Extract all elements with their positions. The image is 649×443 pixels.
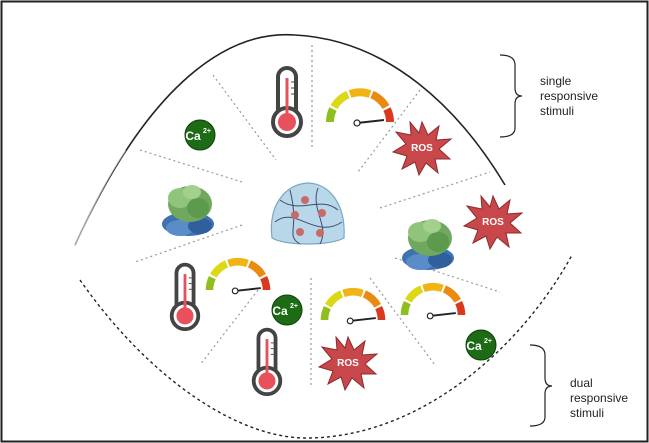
protein-icon	[162, 185, 214, 236]
svg-text:2+: 2+	[203, 128, 211, 135]
svg-text:Ca: Ca	[466, 339, 482, 353]
svg-text:Ca: Ca	[272, 304, 288, 318]
ca-icon: Ca 2+	[271, 294, 303, 326]
dual-stimuli-curve	[79, 254, 573, 439]
single-responsive-stimuli-label: single responsive stimuli	[540, 74, 598, 119]
svg-text:ROS: ROS	[337, 358, 359, 369]
label-line: responsive	[570, 391, 629, 405]
gauge-icon	[210, 262, 267, 294]
label-line: dual	[570, 376, 593, 390]
label-line: responsive	[540, 89, 599, 103]
ros-icon: ROS	[318, 336, 378, 391]
svg-text:2+: 2+	[290, 303, 298, 310]
label-line: single	[540, 74, 572, 88]
ca-icon: Ca 2+	[465, 329, 497, 361]
gauge-icon	[330, 92, 390, 126]
dual-bracket	[529, 344, 553, 427]
label-line: stimuli	[570, 406, 605, 420]
svg-text:ROS: ROS	[482, 217, 504, 228]
dual-responsive-stimuli-label: dual responsive stimuli	[570, 376, 628, 421]
thermometer-icon	[251, 327, 283, 397]
sector-dividers	[134, 45, 501, 385]
ros-icon: ROS	[392, 121, 452, 176]
gauge-icon	[325, 292, 382, 324]
single-stimuli-curve	[74, 33, 506, 246]
thermometer-icon	[169, 262, 201, 332]
single-bracket	[499, 54, 523, 138]
svg-text:ROS: ROS	[411, 143, 433, 154]
thermometer-icon	[271, 66, 303, 138]
gauge-icon	[405, 287, 462, 319]
svg-text:2+: 2+	[484, 338, 492, 345]
ca-icon: Ca 2+	[184, 119, 216, 151]
hydrogel-icon	[270, 182, 345, 245]
protein-icon	[402, 219, 454, 270]
ros-icon: ROS	[463, 195, 523, 250]
svg-text:Ca: Ca	[185, 129, 201, 143]
label-line: stimuli	[540, 104, 575, 118]
